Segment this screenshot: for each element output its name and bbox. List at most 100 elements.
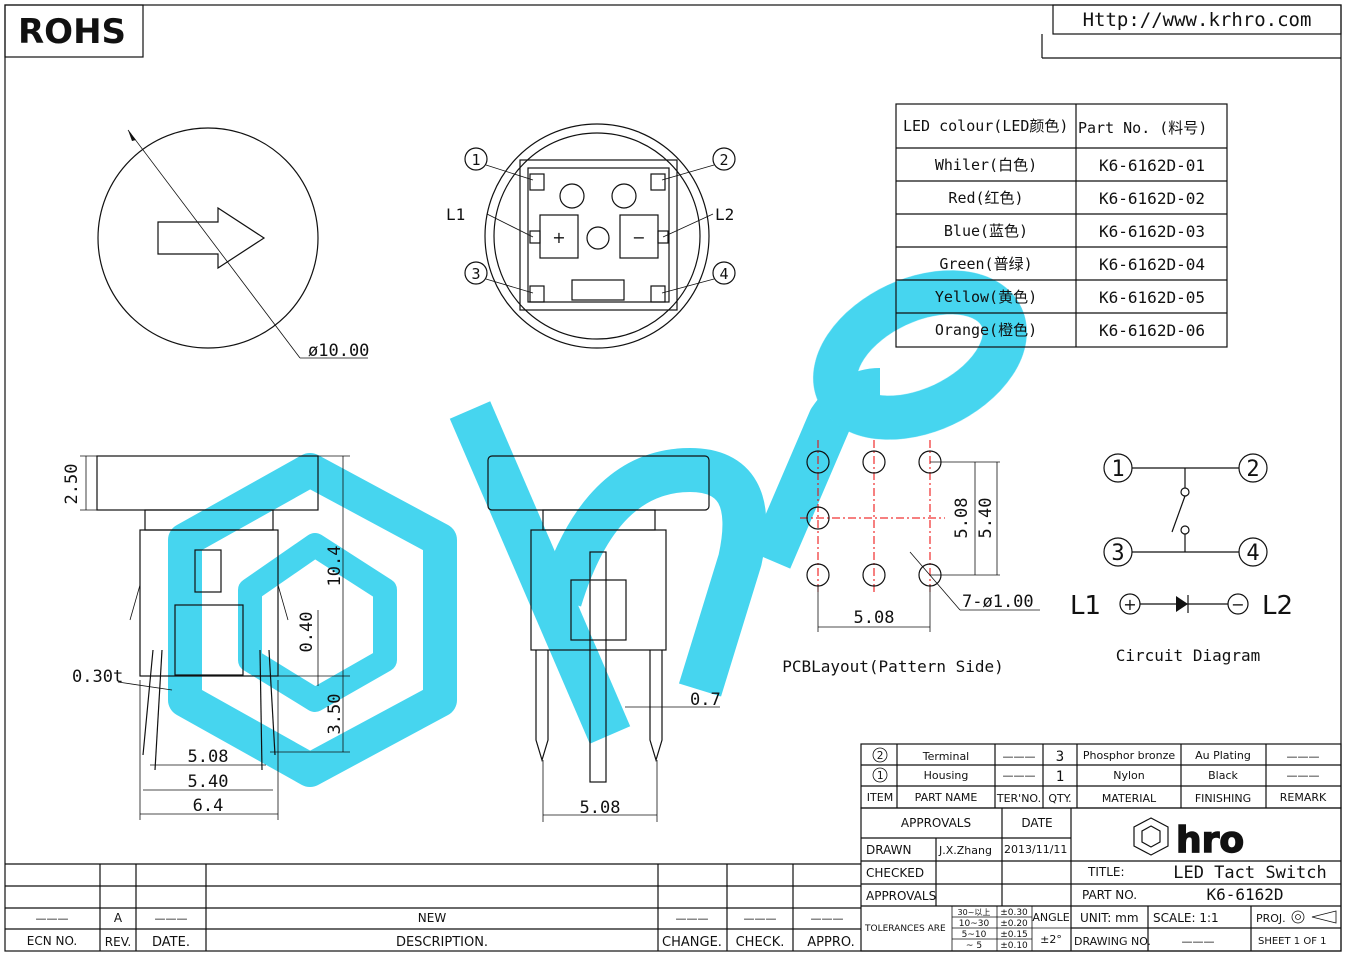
bom-header-ter: TER'NO. [996, 792, 1041, 805]
revision-block: ——— A ——— NEW ——— ——— ——— ECN NO. REV. D… [5, 863, 861, 951]
circuit-pin-1: 1 [1111, 457, 1124, 482]
tolerances-label: TOLERANCES ARE [864, 924, 946, 934]
hro-logo: hro [1133, 817, 1245, 862]
tol-range: 10~30 [959, 919, 990, 929]
tol-value: ±0.30 [1000, 908, 1028, 918]
bom-name: Housing [924, 769, 969, 782]
title-block: APPROVALS DATE DRAWN J.X.Zhang 2013/11/1… [860, 807, 1342, 952]
table-row-part: K6-6162D-05 [1099, 288, 1205, 307]
pcb-hole-dim: 7-ø1.00 [962, 592, 1034, 612]
pcb-dim-v508: 5.08 [952, 498, 972, 539]
led-colour-table: LED colour(LED颜色) Part No. (料号) Whiler(白… [895, 103, 1228, 348]
dim-thickness: 0.30t [72, 667, 123, 687]
label-l2: L2 [715, 205, 734, 224]
title-label: TITLE: [1087, 865, 1125, 879]
projection-icon [1291, 910, 1305, 924]
pin-4-label: 4 [719, 265, 728, 283]
dim-height-250: 2.50 [62, 464, 82, 505]
dim-height-040: 0.40 [297, 612, 317, 653]
circuit-plus: + [1123, 595, 1136, 614]
rev-rev-value: A [114, 911, 123, 925]
circuit-pin-2: 2 [1246, 457, 1259, 482]
dim-height-350: 3.50 [325, 694, 345, 735]
proj-label: PROJ. [1256, 912, 1286, 925]
bom-qty: 1 [1056, 769, 1064, 785]
bom-material: Nylon [1113, 769, 1145, 782]
dim-width-508-center: 5.08 [580, 798, 621, 818]
table-row-part: K6-6162D-02 [1099, 189, 1205, 208]
partno-value: K6-6162D [1206, 885, 1283, 904]
checked-label: CHECKED [866, 866, 924, 880]
url-box [1052, 4, 1342, 35]
label-l1: L1 [446, 205, 465, 224]
bom-qty: 3 [1056, 749, 1064, 765]
bom-header-remark: REMARK [1280, 791, 1327, 804]
angle-value: ±2° [1040, 933, 1062, 946]
rev-date-header: DATE. [152, 935, 190, 950]
circuit-diagram: 1 2 3 4 L1 + − L2 Circuit Diagram [1070, 453, 1293, 665]
table-row-colour: Whiler(白色) [935, 156, 1037, 174]
table-row-part: K6-6162D-01 [1099, 156, 1205, 175]
angle-label: ANGLE [1032, 911, 1069, 924]
sheet-border [4, 4, 1342, 952]
rev-date-value: ——— [155, 912, 188, 925]
title-value: LED Tact Switch [1173, 863, 1327, 883]
bom-ter: ——— [1003, 750, 1036, 763]
dim-height-104: 10.4 [325, 546, 345, 587]
dim-width-64: 6.4 [193, 796, 224, 816]
side-view-left: 2.50 10.4 0.40 3.50 0.30t 5.08 5.40 6.4 [62, 455, 350, 820]
top-switch-view: + − 1 2 3 4 L1 L2 [446, 123, 736, 349]
tol-range: ~ 5 [966, 941, 982, 951]
tol-value: ±0.20 [1000, 919, 1028, 929]
table-row-colour: Orange(橙色) [935, 321, 1037, 339]
minus-sign: − [632, 228, 645, 247]
tol-value: ±0.10 [1000, 941, 1028, 951]
circuit-l1: L1 [1070, 591, 1101, 621]
bom-item-1: 1 [877, 769, 884, 782]
dim-07: 0.7 [690, 690, 721, 710]
table-row-colour: Green(普绿) [939, 255, 1032, 273]
approvals-header: APPROVALS [901, 816, 971, 830]
watermark-logo [168, 270, 1027, 787]
bom-header-name: PART NAME [915, 791, 978, 804]
table-row-colour: Red(红色) [948, 189, 1023, 207]
drawn-date: 2013/11/11 [1004, 843, 1067, 856]
circuit-pin-3: 3 [1111, 541, 1124, 566]
pcb-dim-h508: 5.08 [854, 608, 895, 628]
rev-ecn-value: ——— [36, 912, 69, 925]
pin-3-label: 3 [471, 265, 480, 283]
bom-header-material: MATERIAL [1102, 792, 1157, 805]
drawn-by: J.X.Zhang [938, 844, 992, 857]
table-row-colour: Blue(蓝色) [944, 222, 1028, 240]
tol-range: 5~10 [962, 930, 987, 940]
circuit-minus: − [1231, 595, 1244, 614]
table-header-part: Part No. (料号) [1078, 119, 1207, 137]
tol-value: ±0.15 [1000, 930, 1028, 940]
side-view-center: 5.08 0.7 [487, 455, 721, 822]
circuit-l2: L2 [1262, 591, 1293, 621]
bom-finish: Au Plating [1195, 749, 1251, 762]
date-header: DATE [1021, 816, 1052, 830]
drawn-label: DRAWN [866, 843, 912, 857]
bom-finish: Black [1208, 769, 1238, 782]
table-header-colour: LED colour(LED颜色) [903, 117, 1068, 135]
pin-1-label: 1 [471, 151, 480, 169]
dim-width-540: 5.40 [188, 772, 229, 792]
top-cap-view: ø10.00 [97, 127, 369, 361]
pcb-dim-v540: 5.40 [976, 498, 996, 539]
table-row-colour: Yellow(黄色) [935, 288, 1037, 306]
partno-label: PART NO. [1082, 888, 1137, 902]
bom-remark: ——— [1287, 769, 1320, 782]
bom-header-qty: QTY. [1048, 792, 1071, 805]
sheet-label: SHEET 1 OF 1 [1258, 936, 1327, 947]
dim-width-508: 5.08 [188, 747, 229, 767]
rev-appro-value: ——— [811, 912, 844, 925]
unit-label: UNIT: mm [1080, 911, 1139, 925]
circuit-pin-4: 4 [1246, 541, 1259, 566]
bom-ter: ——— [1003, 769, 1036, 782]
bom-header-finish: FINISHING [1195, 792, 1251, 805]
tol-range: 30~以上 [958, 908, 991, 917]
circuit-title: Circuit Diagram [1116, 646, 1261, 665]
rev-check-header: CHECK. [736, 935, 785, 950]
